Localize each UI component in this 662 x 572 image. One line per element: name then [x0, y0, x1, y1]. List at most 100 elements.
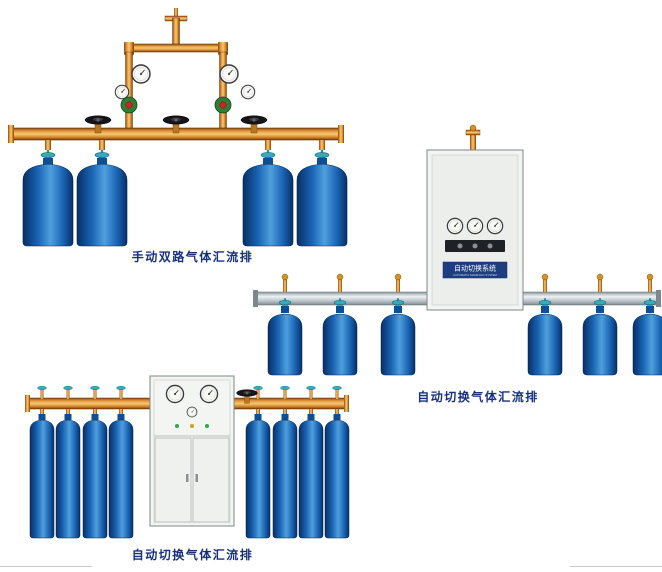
cylinder-neck	[317, 158, 327, 165]
cylinder-bank	[267, 297, 662, 376]
pipe-end-cap-right	[338, 125, 344, 143]
cabinet-gauge-right	[199, 384, 219, 404]
gas-cylinder	[29, 419, 55, 539]
stub	[40, 389, 44, 399]
top-outlet-nipple	[174, 8, 178, 16]
drop-stub	[66, 409, 70, 417]
cylinder-neck	[333, 414, 341, 420]
gas-cylinder	[322, 313, 358, 376]
right-regulator	[214, 96, 232, 114]
caption-manual-dual-manifold: 手动双路气体汇流排	[131, 250, 254, 264]
indicator-light	[190, 424, 194, 428]
rail-end-cap-left	[253, 290, 258, 307]
cylinder-neck	[394, 306, 402, 313]
cabinet-gauge-left	[165, 384, 185, 404]
drop-stub	[119, 409, 123, 417]
cabinet-face	[153, 379, 231, 523]
gas-cylinder	[324, 419, 350, 539]
connection-stub	[283, 278, 287, 292]
drop-stub	[40, 409, 44, 417]
gas-cylinder	[108, 419, 134, 539]
teal-handwheel	[37, 385, 47, 390]
cabinet-label-plate	[442, 261, 508, 279]
cylinder-neck	[596, 306, 604, 313]
cylinder-neck	[38, 414, 46, 420]
indicator-light	[205, 424, 209, 428]
cabinet-door-right	[192, 437, 230, 523]
cylinder-neck	[281, 414, 289, 420]
gas-cylinder	[380, 313, 416, 376]
stub	[119, 389, 123, 399]
gas-cylinder	[267, 313, 303, 376]
stub	[335, 389, 339, 399]
teal-handwheel	[332, 385, 342, 390]
gas-cylinder	[245, 419, 271, 539]
cabinet-gauge-center	[186, 406, 198, 418]
right-elbow-fitting	[218, 42, 228, 55]
drop-stub	[99, 140, 105, 150]
stub	[309, 389, 313, 399]
cabinet-door-left	[154, 437, 192, 523]
gas-cylinder	[55, 419, 81, 539]
connection-stub	[338, 278, 342, 292]
left-high-pressure-gauge	[131, 64, 151, 84]
upper-header-pipe	[127, 43, 225, 53]
drop-stub	[319, 140, 325, 150]
cylinder-bank	[29, 409, 350, 539]
cylinder-neck	[254, 414, 262, 420]
gas-cylinder	[22, 163, 74, 247]
control-knob	[457, 243, 463, 249]
drop-stub	[309, 409, 313, 417]
control-knob	[487, 243, 493, 249]
stub-knob	[596, 273, 604, 281]
gas-cylinder	[272, 419, 298, 539]
cabinet-top-pipe	[470, 128, 476, 152]
cabinet-gauge-3	[486, 217, 504, 235]
connection-stub	[396, 278, 400, 292]
control-knob	[472, 243, 478, 249]
stub	[93, 389, 97, 399]
drop-stub	[335, 409, 339, 417]
pipe-end-cap-right	[344, 395, 349, 412]
stub-knob	[541, 273, 549, 281]
stub-knob	[646, 273, 654, 281]
connection-stub	[598, 278, 602, 292]
cylinder-neck	[64, 414, 72, 420]
rail-connection-stubs	[281, 273, 654, 292]
teal-handwheel	[280, 385, 290, 390]
teal-handwheel	[306, 385, 316, 390]
cylinder-neck	[336, 306, 344, 313]
gas-cylinder	[76, 163, 128, 247]
manual-dual-manifold-illustration	[8, 8, 348, 247]
left-regulator	[120, 96, 138, 114]
teal-handwheel	[253, 385, 263, 390]
stub	[66, 389, 70, 399]
bottom-border-left	[0, 566, 92, 567]
cabinet-gauge-2	[466, 217, 484, 235]
drop-stub	[93, 409, 97, 417]
door-handle-right	[195, 474, 198, 482]
cylinder-neck	[281, 306, 289, 313]
gas-cylinder	[527, 313, 563, 376]
center-riser-pipe	[172, 17, 180, 49]
indicator-light	[175, 424, 179, 428]
stub	[256, 389, 260, 399]
stub-knob	[394, 273, 402, 281]
stub-knob	[336, 273, 344, 281]
drop-stub	[283, 409, 287, 417]
gas-cylinder	[632, 313, 662, 376]
gas-cylinder	[298, 419, 324, 539]
stub-knob	[281, 273, 289, 281]
upper-connection-stubs	[37, 385, 342, 399]
cylinder-neck	[307, 414, 315, 420]
cylinder-bank	[22, 140, 348, 247]
cabinet-gauge-1	[446, 217, 464, 235]
auto-switch-control-cabinet	[149, 375, 235, 527]
teal-handwheel	[90, 385, 100, 390]
right-high-pressure-gauge	[219, 64, 239, 84]
cabinet-valve-knob	[469, 124, 477, 132]
connection-stub	[543, 278, 547, 292]
gas-cylinder	[296, 163, 348, 247]
